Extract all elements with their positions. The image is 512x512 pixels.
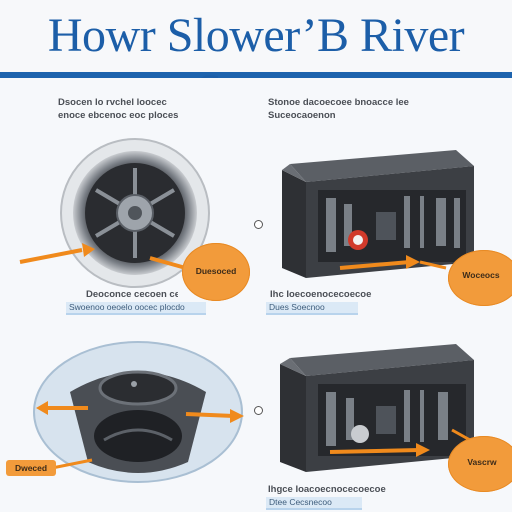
bottom-left-label-tag — [6, 460, 56, 476]
header-banner: Howr Slower’B River Sower — [0, 0, 512, 118]
top-right-subcaption-line-1: Ihc Ioecoenocecoecoe — [270, 289, 372, 300]
top-right-label: Woceocs — [462, 270, 500, 280]
bottom-right-label: Vascrw — [467, 457, 497, 467]
top-right-caption-line-1: Stonoe dacoecoee bnoacce lee — [268, 97, 409, 108]
top-left-label: Duesoced — [195, 266, 237, 276]
top-left-caption-line-2: enoce ebcenoc eoc ploces — [58, 110, 179, 121]
bottom-right-label-bubble — [448, 436, 512, 492]
top-left-subcaption-line-2: Swoenoo oeoelo oocec plocdo — [66, 302, 206, 315]
top-right-subcaption-line-2: Dues Soecnoo — [266, 302, 358, 315]
bottom-left-label: Dweced — [14, 463, 48, 473]
divider-dot-top — [254, 220, 263, 229]
page-title: Howr Slower’B River Sower — [47, 9, 465, 118]
top-left-caption-line-1: Dsocen lo rvchel loocec — [58, 97, 167, 108]
top-right-label-bubble — [448, 250, 512, 306]
top-left-label-bubble — [182, 243, 250, 301]
divider-dot-bottom — [254, 406, 263, 415]
top-right-caption-line-2: Suceocaoenon — [268, 110, 336, 121]
bottom-right-subcaption-line-2: Dtee Cecsnecoo — [266, 497, 362, 510]
bottom-right-subcaption-line-1: Ihgce Ioacoecnocecoecoe — [268, 484, 386, 495]
top-left-subcaption-line-1: Deoconce cecoen cecend — [86, 289, 178, 300]
